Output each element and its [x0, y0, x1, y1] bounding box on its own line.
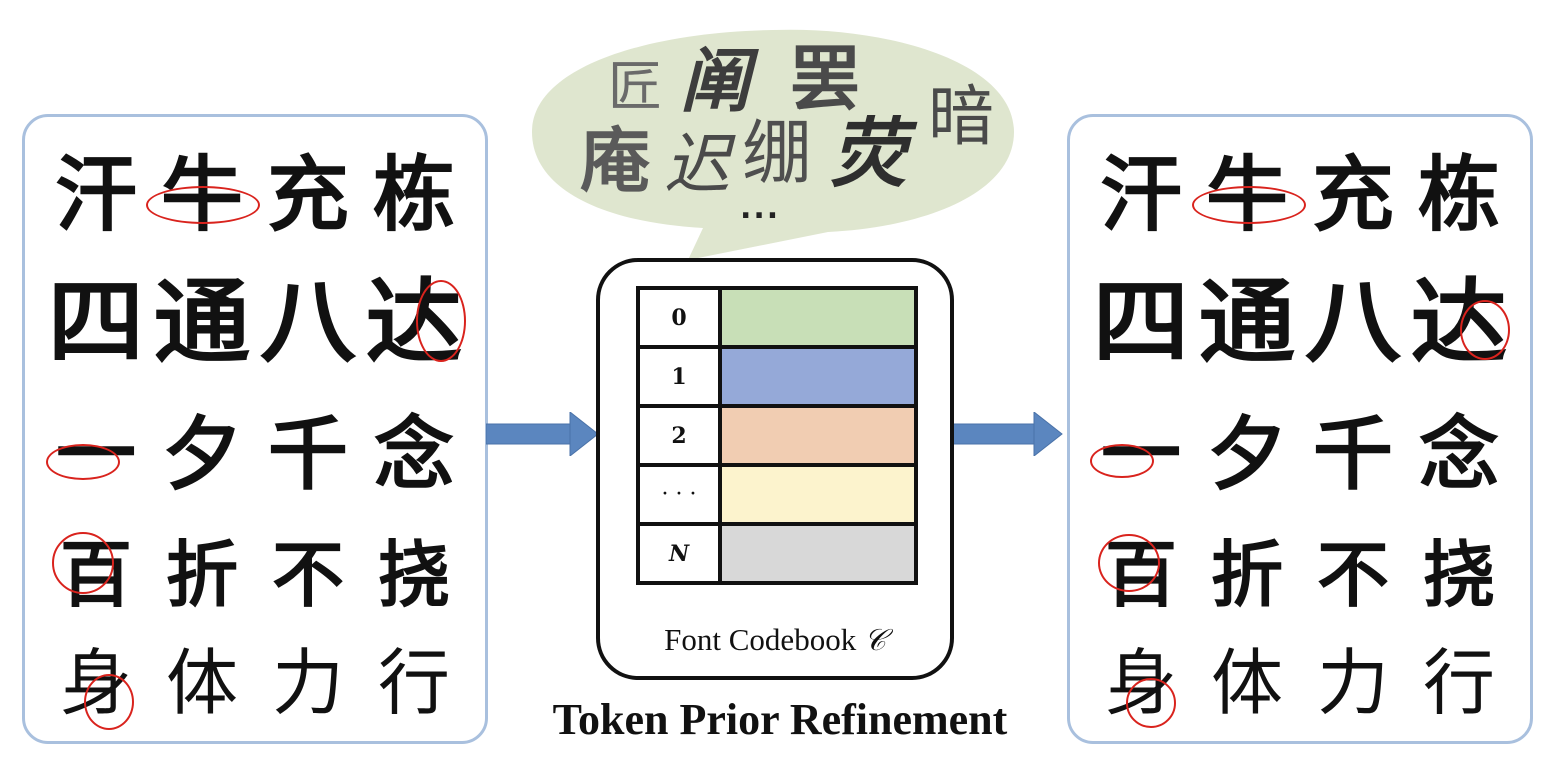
codebook-index: 2	[636, 404, 722, 467]
codebook-caption-text: Font Codebook	[664, 622, 857, 657]
defect-highlight-ring	[84, 674, 134, 730]
glyph: 栋	[372, 148, 455, 243]
glyph: 通	[153, 269, 251, 376]
stage-title: Token Prior Refinement	[552, 695, 1008, 744]
bubble-glyph: 暗	[928, 78, 994, 155]
codebook-row: 2	[636, 404, 918, 467]
refined-highlight-ring	[1460, 300, 1510, 360]
bubble-glyph: 荧	[830, 109, 906, 198]
glyph: 念	[1419, 408, 1499, 501]
glyph-row-5: 身 体 力 行	[25, 647, 485, 719]
defect-highlight-ring	[46, 444, 120, 480]
glyph: 栋	[1417, 148, 1500, 243]
refined-highlight-ring	[1090, 444, 1154, 478]
defect-highlight-ring	[416, 280, 466, 362]
glyph-row-2: 四 通 八 达	[25, 277, 485, 369]
glyph: 折	[1210, 533, 1283, 617]
codebook-token-swatch	[718, 345, 918, 408]
glyph: 体	[1210, 641, 1283, 725]
bubble-glyph: 绷	[742, 112, 812, 194]
glyph: 千	[1313, 408, 1393, 501]
glyph: 四	[1092, 269, 1190, 376]
glyph: 充	[1311, 148, 1394, 243]
bubble-glyph: 阐	[680, 39, 750, 122]
glyph-row-4: 百 折 不 挠	[1070, 539, 1530, 611]
glyph: 不	[271, 533, 344, 617]
flow-arrow-left	[486, 412, 599, 456]
defect-highlight-ring	[146, 186, 260, 224]
glyph: 挠	[377, 533, 450, 617]
glyph: 体	[165, 641, 238, 725]
bubble-glyph: 匠	[608, 55, 662, 118]
glyph: 挠	[1422, 533, 1495, 617]
codebook-index: N	[636, 522, 722, 585]
codebook-table: 0 1 2 · · · N	[636, 286, 918, 585]
codebook-row: 0	[636, 286, 918, 349]
font-sample-bubble: 匠 阐 罢 暗 庵 迟 绷 荧 ...	[528, 22, 1018, 262]
input-glyph-panel: 汗 牛 充 栋 四 通 八 达 一 夕 千 念 百 折 不 挠 身 体 力 行	[22, 114, 488, 744]
glyph: 汗	[54, 148, 137, 243]
refined-highlight-ring	[1192, 186, 1306, 224]
glyph: 千	[268, 408, 348, 501]
codebook-row: · · ·	[636, 463, 918, 526]
glyph: 夕	[162, 408, 242, 501]
refined-highlight-ring	[1098, 534, 1160, 592]
glyph: 力	[1316, 641, 1389, 725]
codebook-index: 1	[636, 345, 722, 408]
codebook-token-swatch	[718, 463, 918, 526]
glyph: 通	[1198, 269, 1296, 376]
refined-highlight-ring	[1126, 678, 1176, 728]
glyph: 行	[1422, 641, 1495, 725]
bubble-glyph: 罢	[790, 37, 860, 120]
glyph: 念	[374, 408, 454, 501]
glyph: 夕	[1207, 408, 1287, 501]
glyph: 八	[259, 269, 357, 376]
glyph: 汗	[1099, 148, 1182, 243]
codebook-row: 1	[636, 345, 918, 408]
bubble-shape	[532, 29, 1014, 260]
codebook-index: 0	[636, 286, 722, 349]
glyph: 行	[377, 641, 450, 725]
glyph: 八	[1304, 269, 1402, 376]
defect-highlight-ring	[52, 532, 114, 594]
glyph-row-1: 汗 牛 充 栋	[25, 155, 485, 237]
codebook-row: N	[636, 522, 918, 585]
codebook-token-swatch	[718, 522, 918, 585]
glyph-row-3: 一 夕 千 念	[1070, 415, 1530, 495]
bubble-glyph: 庵	[580, 119, 650, 202]
codebook-token-swatch	[718, 286, 918, 349]
glyph: 不	[1316, 533, 1389, 617]
bubble-ellipsis: ...	[740, 191, 781, 226]
glyph: 力	[271, 641, 344, 725]
bubble-glyph: 迟	[664, 126, 730, 203]
codebook-caption: Font Codebook 𝒞	[600, 622, 950, 658]
codebook-symbol: 𝒞	[863, 623, 886, 658]
glyph: 四	[47, 269, 145, 376]
glyph: 折	[165, 533, 238, 617]
codebook-token-swatch	[718, 404, 918, 467]
flow-arrow-right	[952, 412, 1063, 456]
codebook-index: · · ·	[636, 463, 722, 526]
glyph: 充	[266, 148, 349, 243]
font-codebook: 0 1 2 · · · N Font Codebook 𝒞	[596, 258, 954, 680]
